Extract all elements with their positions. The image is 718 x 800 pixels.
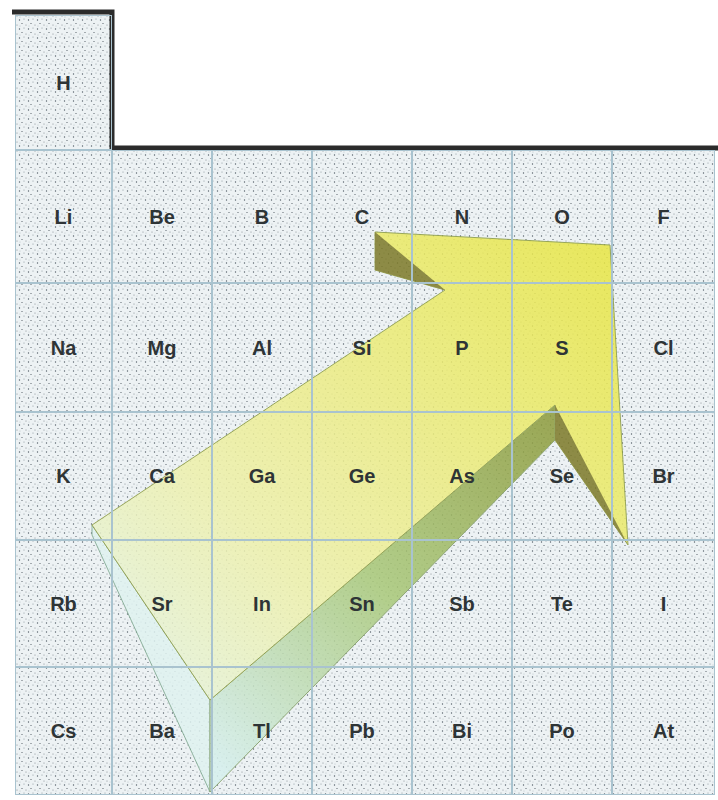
element-symbol: H: [56, 72, 70, 94]
element-symbol: N: [455, 206, 469, 228]
frame-line: [12, 12, 718, 148]
element-symbol: Sr: [151, 593, 172, 615]
element-cell: O: [512, 150, 612, 283]
element-symbol: Be: [149, 206, 175, 228]
element-cell: Tl: [212, 667, 312, 795]
element-symbol: Na: [51, 337, 77, 359]
element-symbol: C: [355, 206, 369, 228]
element-cell: Sn: [312, 540, 412, 667]
element-cell: Br: [612, 412, 715, 540]
element-cell: N: [412, 150, 512, 283]
element-symbol: Cl: [654, 337, 674, 359]
element-cell: Se: [512, 412, 612, 540]
element-symbol: Ca: [149, 465, 175, 487]
element-cell: At: [612, 667, 715, 795]
element-symbol: Sn: [349, 593, 375, 615]
element-symbol: Te: [551, 593, 573, 615]
element-cell: Ca: [112, 412, 212, 540]
element-cell: Be: [112, 150, 212, 283]
element-symbol: I: [661, 593, 667, 615]
element-cell: P: [412, 283, 512, 412]
element-cell: H: [15, 15, 112, 150]
arrow-notch-face: [375, 232, 445, 290]
cell-ground: [15, 150, 715, 795]
element-symbol: Se: [550, 465, 574, 487]
element-cell: Sb: [412, 540, 512, 667]
element-symbol: Ga: [249, 465, 276, 487]
element-cell: Bi: [412, 667, 512, 795]
element-cell: Cl: [612, 283, 715, 412]
element-cell: Al: [212, 283, 312, 412]
element-cell: Pb: [312, 667, 412, 795]
element-symbol: Sb: [449, 593, 475, 615]
element-symbol: P: [455, 337, 468, 359]
element-symbol: K: [56, 465, 70, 487]
element-cell: Te: [512, 540, 612, 667]
element-cell: C: [312, 150, 412, 283]
element-symbol: Al: [252, 337, 272, 359]
element-symbol: In: [253, 593, 271, 615]
element-symbol: Cs: [51, 720, 77, 742]
element-cell: F: [612, 150, 715, 283]
element-symbol: As: [449, 465, 475, 487]
element-symbol: Ge: [349, 465, 376, 487]
element-symbol: Ba: [149, 720, 175, 742]
cell-ground: [15, 15, 112, 150]
element-symbol: O: [554, 206, 570, 228]
element-symbol: Tl: [253, 720, 271, 742]
element-cell: Na: [15, 283, 112, 412]
element-symbol: F: [657, 206, 669, 228]
element-cell: In: [212, 540, 312, 667]
element-symbol: Po: [549, 720, 575, 742]
element-symbol: Bi: [452, 720, 472, 742]
element-cell: Po: [512, 667, 612, 795]
element-symbol: Pb: [349, 720, 375, 742]
element-cell: Li: [15, 150, 112, 283]
element-cell: Mg: [112, 283, 212, 412]
element-symbol: At: [653, 720, 674, 742]
element-cell: Si: [312, 283, 412, 412]
element-cell: Ga: [212, 412, 312, 540]
trend-arrow: [92, 232, 628, 792]
element-symbol: Br: [652, 465, 674, 487]
element-cell: Cs: [15, 667, 112, 795]
element-cell: Sr: [112, 540, 212, 667]
element-cell: S: [512, 283, 612, 412]
element-cell: I: [612, 540, 715, 667]
element-cell: Ba: [112, 667, 212, 795]
element-symbol: Li: [55, 206, 73, 228]
arrow-face: [92, 232, 628, 700]
element-cell: B: [212, 150, 312, 283]
element-cell: Ge: [312, 412, 412, 540]
element-symbol: Mg: [148, 337, 177, 359]
element-cell: K: [15, 412, 112, 540]
element-symbol: S: [555, 337, 568, 359]
element-symbol: Si: [353, 337, 372, 359]
cell-grounds: [15, 15, 715, 795]
element-cell: Rb: [15, 540, 112, 667]
element-symbol: B: [255, 206, 269, 228]
element-cell: As: [412, 412, 512, 540]
element-symbol: Rb: [50, 593, 77, 615]
